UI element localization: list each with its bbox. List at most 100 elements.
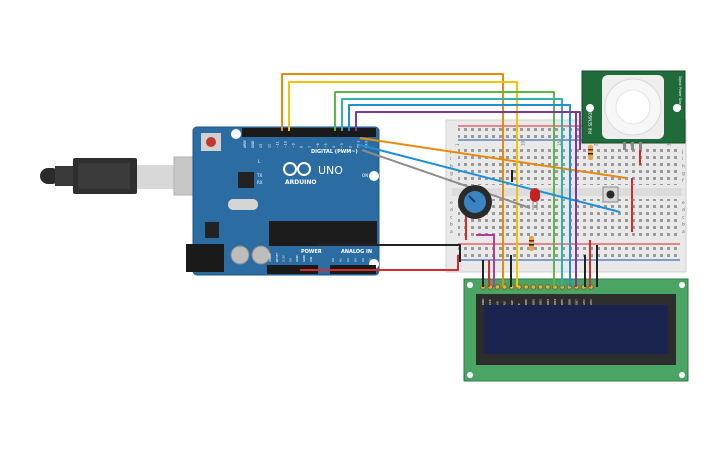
breadboard-row-letter: a <box>450 230 453 235</box>
analog-pin-label: A1 <box>339 258 343 262</box>
digital-pin-label: GND <box>251 140 255 148</box>
tx-label: TX <box>256 173 262 178</box>
digital-pin-label: ~6 <box>316 143 320 148</box>
digital-pin-label: 12 <box>267 144 271 148</box>
breadboard-row-letter: f <box>682 178 684 184</box>
digital-pin-label: RX 0 <box>365 141 369 148</box>
power-label: POWER <box>301 249 322 255</box>
lcd-pin-label: DB2 <box>539 299 543 305</box>
wire-green <box>334 91 555 287</box>
digital-pin-label: ~11 <box>275 141 279 148</box>
wire-teal <box>341 98 563 287</box>
l-led-label: L <box>258 159 261 164</box>
digital-pin-label: 8 <box>300 146 304 148</box>
breadboard-row-letter: g <box>682 172 685 177</box>
pir-pin-label: Signal <box>678 76 682 86</box>
lcd-pin-label: DB7 <box>575 299 579 305</box>
lcd-pin-label: LED <box>589 300 593 305</box>
power-pin-label: RESET <box>275 252 279 262</box>
wire-gray <box>361 149 531 209</box>
on-label: ON <box>362 173 368 178</box>
analog-pin-label: A4 <box>361 258 365 262</box>
digital-pin-label: 4 <box>332 146 336 148</box>
lcd-pin[interactable] <box>530 284 537 290</box>
breadboard-column-number: 1 <box>455 143 460 146</box>
atmega-chip <box>269 221 377 246</box>
power-pin-label: GND <box>295 254 299 262</box>
pir-label: PIR SENSOR <box>588 110 593 134</box>
power-pin-label: IOREF <box>268 253 272 262</box>
wire-red <box>300 255 459 271</box>
wire-black <box>318 244 461 262</box>
potentiometer[interactable] <box>458 185 492 219</box>
analog-pin-label: A0 <box>331 258 335 262</box>
analog-pin-label: A3 <box>354 258 358 262</box>
digital-pin-label: AREF <box>243 140 247 148</box>
digital-pin-label: ~5 <box>324 143 328 148</box>
analog-pin-label: A5 <box>369 258 373 262</box>
wire-blue <box>348 104 571 287</box>
lcd-pin-label: RS <box>503 301 507 305</box>
red-led <box>530 188 540 210</box>
digital-pin-label: 13 <box>259 144 263 148</box>
power-header[interactable] <box>267 265 318 274</box>
power-jack <box>186 244 224 272</box>
wire-purple <box>355 111 577 287</box>
model-label: UNO <box>318 164 343 177</box>
breadboard-row-letter: c <box>450 215 453 220</box>
lcd-pin-label: VCC <box>488 299 492 305</box>
resistor-led <box>529 236 534 251</box>
lcd-pin-label: DB0 <box>524 299 528 305</box>
pushbutton[interactable] <box>602 186 619 203</box>
wire-magenta <box>476 234 495 287</box>
breadboard-row-letter: g <box>450 172 453 177</box>
wire-purple-2 <box>576 111 581 150</box>
digital-label: DIGITAL (PWM~) <box>311 149 358 155</box>
digital-header[interactable] <box>242 128 376 137</box>
analog-label: ANALOG IN <box>341 249 372 255</box>
breadboard-row-letter: i <box>682 156 683 162</box>
digital-pin-label: ~3 <box>340 143 344 148</box>
wire-orange-2 <box>359 137 627 179</box>
power-pin-label: 3.3V <box>282 254 286 262</box>
power-pin-label: GND <box>302 254 306 262</box>
resistor-pir <box>588 145 593 160</box>
breadboard-row-letter: d <box>682 207 685 213</box>
lcd-pin[interactable] <box>537 284 544 290</box>
lcd-pin-label: DB4 <box>553 299 557 305</box>
lcd-pin-label: DB5 <box>560 299 564 305</box>
lcd-pin-label: DB3 <box>546 299 550 305</box>
power-pin-label: VIN <box>309 257 313 262</box>
brand-label: ARDUINO <box>285 179 316 186</box>
power-pin-label: 5V <box>288 257 292 262</box>
breadboard-row-letter: d <box>450 207 453 213</box>
lcd-pin-label: E <box>517 303 521 305</box>
digital-pin-label: ~9 <box>292 143 296 148</box>
lcd-screen <box>484 305 668 354</box>
lcd-pin-label: RW <box>510 300 514 305</box>
breadboard-row-letter: b <box>682 222 685 228</box>
breadboard-row-letter: h <box>450 163 453 169</box>
lcd-pin-label: LED <box>582 300 586 305</box>
digital-pin-label: TX 1 <box>356 141 360 149</box>
arduino-board[interactable]: ARDUINO UNO DIGITAL (PWM~) POWER ANALOG … <box>186 126 380 276</box>
wire-orange <box>281 73 504 287</box>
arduino-logo-icon <box>283 162 311 176</box>
lcd-pin[interactable] <box>494 284 501 290</box>
lcd-pin[interactable] <box>523 284 530 290</box>
digital-pin-label: 2 <box>348 146 352 148</box>
pir-pin-label: Power <box>678 87 682 97</box>
lcd-pin[interactable] <box>545 284 551 290</box>
breadboard-row-letter: e <box>450 201 453 206</box>
lcd-pin-label: V0 <box>495 301 499 305</box>
lcd-pin-label: DB1 <box>531 299 535 305</box>
breadboard-row-letter: i <box>450 156 451 162</box>
lcd-pin-label: GND <box>481 299 485 305</box>
digital-pin-label: 7 <box>308 146 312 148</box>
